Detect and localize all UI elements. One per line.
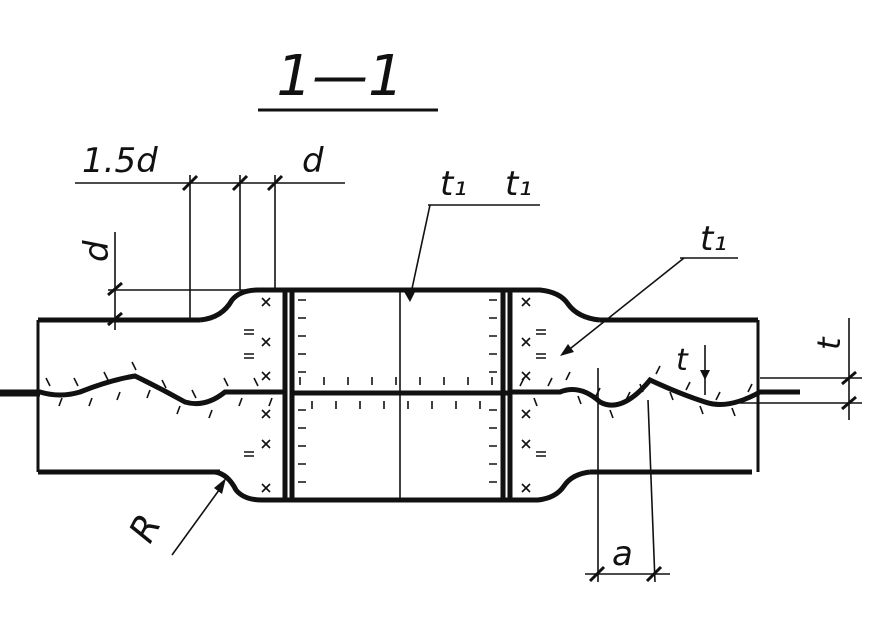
t-right-leader (565, 257, 685, 353)
center-seam-welds (299, 377, 493, 409)
tick-right-top (841, 370, 857, 386)
tick-right-bottom (841, 395, 857, 411)
right-stiffener-welds (489, 299, 497, 483)
right-bottom-flare (510, 469, 591, 503)
a-extension-right (647, 399, 656, 583)
tick-2 (231, 174, 249, 192)
radius-arrowhead (214, 478, 226, 494)
tick-a-right (645, 565, 663, 583)
left-top-flare (199, 287, 285, 323)
dim-label-d-top: d (302, 141, 324, 181)
left-bottom-flare (214, 469, 285, 503)
label-t1-left: t₁ (440, 164, 467, 204)
left-stiffener-welds (298, 299, 306, 483)
left-wavy-seam (0, 373, 285, 407)
t-right-arrowhead (560, 344, 574, 356)
tick-left-top (107, 281, 123, 297)
label-t-small: t (676, 343, 689, 378)
label-t-right: t (810, 336, 848, 350)
right-wavy-seam (510, 376, 800, 408)
tick-3 (266, 174, 284, 192)
dim-label-1-5d: 1.5d (82, 141, 158, 181)
section-title: 1—1 (276, 44, 403, 109)
right-bolt-marks (521, 297, 546, 493)
label-t1-plate: t₁ (700, 219, 727, 259)
t1-leader (409, 204, 431, 299)
dim-label-d-left: d (77, 240, 117, 262)
label-t1-right: t₁ (505, 164, 532, 204)
left-bolt-marks (244, 297, 271, 493)
radius-leader (171, 485, 223, 556)
label-a: a (612, 534, 633, 574)
tick-a-left (588, 565, 606, 583)
right-top-flare (510, 287, 601, 323)
label-radius: R (122, 508, 170, 549)
small-t-arrowhead (700, 370, 710, 380)
left-seam-welds (45, 361, 273, 419)
t1-arrowhead (403, 290, 416, 302)
tick-1 (181, 174, 199, 192)
